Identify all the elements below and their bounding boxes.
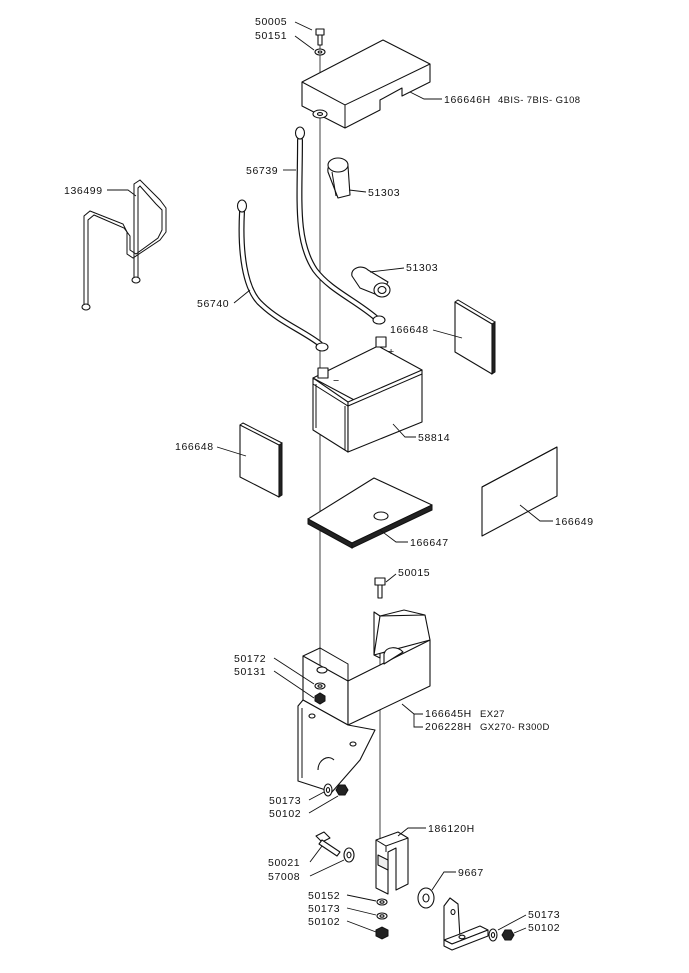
nut-50102-tray (335, 784, 349, 796)
label-56740: 56740 (197, 298, 229, 310)
bracket-186120H (375, 831, 409, 895)
label-206228H: 206228H (425, 721, 472, 733)
label-51303-lower: 51303 (406, 262, 438, 274)
label-50102-tray: 50102 (269, 808, 301, 820)
washer-50151 (314, 48, 326, 56)
label-166645H-note: EX27 (480, 709, 505, 720)
label-166646H-note: 4BIS- 7BIS- G108 (498, 95, 580, 106)
pad-166649 (481, 446, 558, 537)
label-50173-right: 50173 (528, 909, 560, 921)
washer-50173-tray (323, 783, 333, 797)
terminal-cover-51303-upper (327, 157, 351, 199)
washer-57008 (343, 847, 355, 863)
pad-166648-right (454, 299, 496, 375)
label-50173-bottom: 50173 (308, 903, 340, 915)
battery-minus-sign: − (333, 375, 340, 387)
label-50005: 50005 (255, 16, 287, 28)
label-166648-right: 166648 (390, 324, 429, 336)
label-186120H: 186120H (428, 823, 475, 835)
battery-tray-166645H (297, 609, 431, 793)
tray-pad-166647 (307, 477, 433, 549)
nut-50131 (314, 692, 326, 705)
cable-56740 (236, 199, 329, 352)
label-50102-right: 50102 (528, 922, 560, 934)
label-50131: 50131 (234, 666, 266, 678)
label-166648-left: 166648 (175, 441, 214, 453)
washer-50173-bottom (376, 912, 388, 920)
label-166646H: 166646H (444, 94, 491, 106)
label-136499: 136499 (64, 185, 103, 197)
label-57008: 57008 (268, 871, 300, 883)
label-50021: 50021 (268, 857, 300, 869)
label-166647: 166647 (410, 537, 449, 549)
label-166645H: 166645H (425, 708, 472, 720)
washer-50173-right (488, 928, 498, 942)
label-50152: 50152 (308, 890, 340, 902)
label-50173-tray: 50173 (269, 795, 301, 807)
pad-166648-left (239, 422, 283, 498)
label-56739: 56739 (246, 165, 278, 177)
label-9667: 9667 (458, 867, 484, 879)
washer-50172 (314, 682, 326, 690)
label-206228H-note: GX270- R300D (480, 722, 550, 733)
bolt-50015 (374, 577, 386, 599)
label-50151: 50151 (255, 30, 287, 42)
battery-cover-166646H (301, 39, 431, 129)
label-50172: 50172 (234, 653, 266, 665)
label-166649: 166649 (555, 516, 594, 528)
bolt-50021 (315, 831, 341, 857)
label-58814: 58814 (418, 432, 450, 444)
label-50015: 50015 (398, 567, 430, 579)
nut-50102-right (501, 929, 515, 941)
lower-l-bracket (443, 897, 489, 951)
battery-plus-sign: + (388, 346, 395, 358)
cable-56739 (294, 126, 386, 325)
washer-9667 (417, 887, 435, 909)
label-51303-upper: 51303 (368, 187, 400, 199)
washer-50152 (376, 898, 388, 906)
battery-58814: + − (312, 336, 423, 453)
bolt-50005 (315, 28, 325, 46)
bracket-wire-136499 (81, 179, 167, 311)
label-50102-bottom: 50102 (308, 916, 340, 928)
nut-50102-bottom (375, 926, 389, 940)
terminal-cover-51303-lower (351, 266, 391, 298)
